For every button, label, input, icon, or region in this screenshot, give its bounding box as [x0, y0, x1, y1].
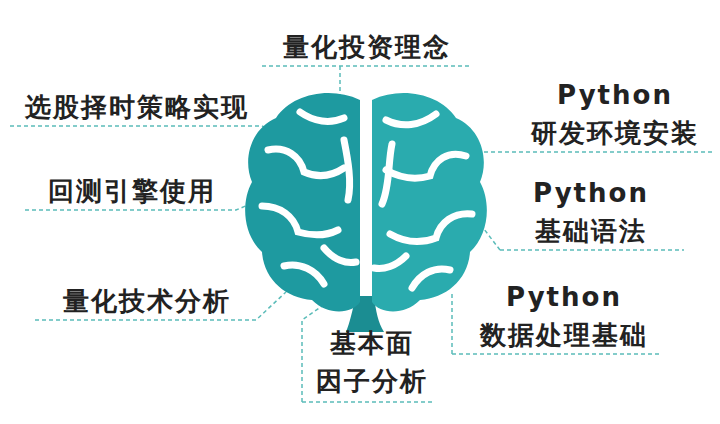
right-hemisphere: [372, 93, 487, 311]
leader-line: [10, 126, 290, 140]
topic-label: 量化投资理念: [262, 28, 472, 66]
topic-label: 选股择时策略实现: [12, 88, 262, 126]
topic-label: Python 基础语法: [516, 174, 666, 250]
leader-line: [447, 152, 712, 162]
left-hemisphere: [245, 93, 360, 311]
topic-label: Python 数据处理基础: [466, 278, 662, 354]
topic-label: Python 研发环境安装: [520, 76, 710, 152]
leader-lines: [10, 66, 712, 402]
topic-label: 回测引擎使用: [28, 172, 236, 210]
topic-label: 基本面 因子分析: [310, 324, 434, 400]
leader-line: [262, 66, 470, 98]
topic-label: 量化技术分析: [38, 282, 256, 320]
